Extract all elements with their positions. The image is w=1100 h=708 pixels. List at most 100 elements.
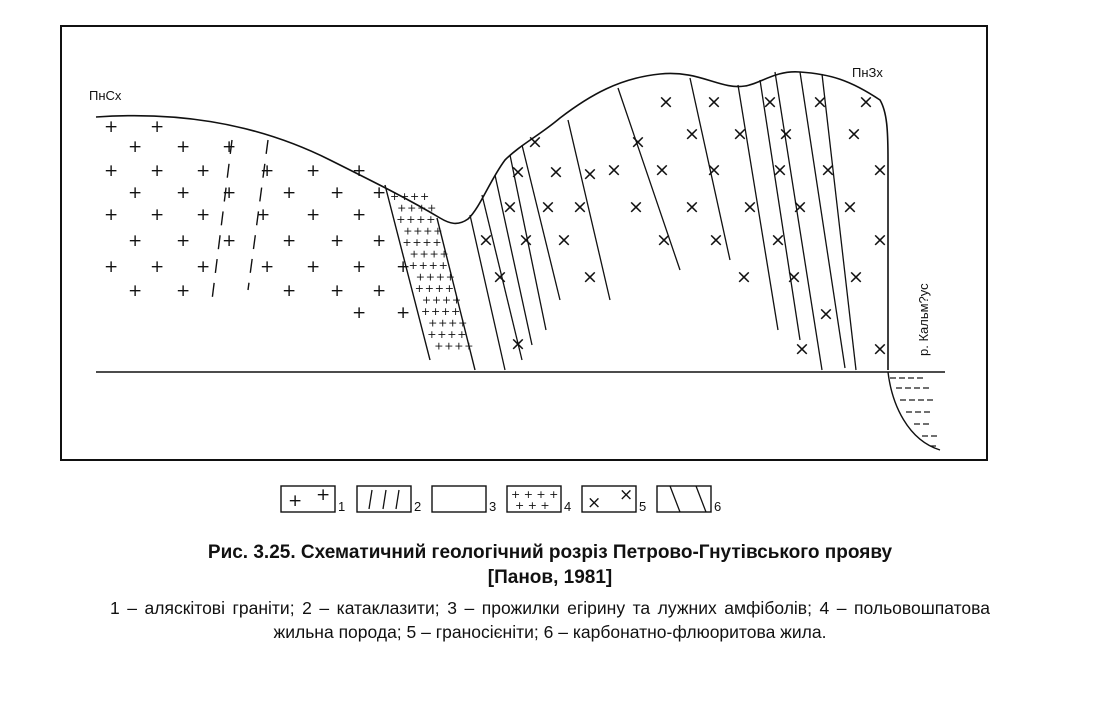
granite-plus-marks: ++++++++++++++++++++++++++++++++++++++++… <box>104 117 410 323</box>
caption-item-1: 1 – аляскітові граніти; <box>110 598 295 618</box>
svg-text:+: + <box>416 271 425 284</box>
svg-text:+: + <box>407 202 416 215</box>
river-bank <box>887 371 941 451</box>
svg-text:+: + <box>458 317 467 330</box>
pegmatite-boundary-left <box>384 184 431 361</box>
svg-text:+: + <box>429 259 438 272</box>
svg-text:+: + <box>409 259 418 272</box>
svg-text:×: × <box>792 196 808 218</box>
svg-text:×: × <box>736 266 752 288</box>
svg-text:+: + <box>454 340 463 353</box>
svg-text:+: + <box>457 328 466 341</box>
svg-text:×: × <box>708 229 724 251</box>
svg-text:+: + <box>196 205 210 225</box>
svg-text:×: × <box>628 196 644 218</box>
svg-text:+: + <box>222 137 236 157</box>
svg-text:×: × <box>510 333 526 355</box>
svg-text:×: × <box>492 266 508 288</box>
svg-text:×: × <box>846 123 862 145</box>
svg-text:+: + <box>428 317 437 330</box>
svg-text:×: × <box>582 163 598 185</box>
svg-text:+ + + +: + + + + <box>511 488 558 501</box>
svg-text:+: + <box>397 202 406 215</box>
svg-text:+: + <box>441 305 450 318</box>
granosyenite-cross-marks: ××××××××××××××××××××××××××××××××××××××××… <box>478 91 888 360</box>
svg-text:+: + <box>316 485 330 505</box>
caption-title-line-2: [Панов, 1981] <box>487 567 613 588</box>
svg-text:×: × <box>518 229 534 251</box>
svg-text:+: + <box>416 213 425 226</box>
svg-text:+: + <box>104 257 118 277</box>
caption-item-3: 3 – прожилки егірину та лужних амфіболів… <box>447 598 812 618</box>
svg-text:+: + <box>451 305 460 318</box>
svg-text:×: × <box>478 229 494 251</box>
caption-item-6: 6 – карбонатно-флюоритова жила. <box>543 622 827 642</box>
svg-text:+: + <box>434 340 443 353</box>
svg-text:+: + <box>400 190 409 203</box>
svg-text:+: + <box>436 271 445 284</box>
svg-text:+: + <box>425 282 434 295</box>
svg-text:+: + <box>288 491 302 511</box>
svg-text:+: + <box>442 294 451 307</box>
svg-text:×: × <box>572 196 588 218</box>
right-direction-label: ПнЗх <box>852 65 883 80</box>
svg-text:+: + <box>282 231 296 251</box>
svg-text:×: × <box>818 303 834 325</box>
svg-text:×: × <box>684 196 700 218</box>
svg-text:+: + <box>439 259 448 272</box>
svg-text:+: + <box>150 117 164 137</box>
svg-text:×: × <box>510 161 526 183</box>
svg-text:+: + <box>420 248 429 261</box>
svg-text:×: × <box>842 196 858 218</box>
svg-text:×: × <box>606 159 622 181</box>
svg-text:+: + <box>437 328 446 341</box>
svg-text:+: + <box>427 202 436 215</box>
svg-text:×: × <box>848 266 864 288</box>
svg-text:×: × <box>812 91 828 113</box>
svg-text:×: × <box>548 161 564 183</box>
legend-item-1: + + 1 <box>280 485 345 514</box>
svg-text:+: + <box>403 225 412 238</box>
caption-legend-text: 1 – аляскітові граніти; 2 – катаклазити;… <box>110 596 990 644</box>
caption-item-2: 2 – катаклазити; <box>302 598 440 618</box>
svg-text:×: × <box>872 229 888 251</box>
svg-text:+: + <box>422 294 431 307</box>
legend-number-4: 4 <box>564 499 571 514</box>
svg-text:+: + <box>306 257 320 277</box>
legend-item-3: 3 <box>431 485 496 514</box>
svg-text:+: + <box>330 183 344 203</box>
svg-text:×: × <box>582 266 598 288</box>
svg-text:+: + <box>128 281 142 301</box>
svg-text:+: + <box>104 161 118 181</box>
svg-text:+: + <box>372 183 386 203</box>
caption-title-line-1: Рис. 3.25. Схематичний геологічний розрі… <box>207 542 893 563</box>
svg-text:+: + <box>306 205 320 225</box>
geological-section-figure: ++++++++++++++++++++++++++++++++++++++++… <box>60 25 988 514</box>
svg-text:+: + <box>433 225 442 238</box>
svg-text:+: + <box>330 281 344 301</box>
legend-item-4: + + + + + + + 4 <box>506 485 571 514</box>
svg-text:+: + <box>352 205 366 225</box>
cataclasite-line-2 <box>247 139 269 291</box>
svg-text:+: + <box>438 317 447 330</box>
svg-text:+: + <box>444 340 453 353</box>
svg-text:+: + <box>352 257 366 277</box>
svg-text:+: + <box>464 340 473 353</box>
svg-text:+: + <box>426 213 435 226</box>
legend-number-1: 1 <box>338 499 345 514</box>
svg-text:+: + <box>104 117 118 137</box>
svg-text:+: + <box>432 294 441 307</box>
legend-item-5: × × 5 <box>581 485 646 514</box>
cataclasite-line-1 <box>211 139 233 301</box>
svg-text:+: + <box>150 205 164 225</box>
legend-number-6: 6 <box>714 499 721 514</box>
svg-text:×: × <box>527 131 543 153</box>
svg-text:×: × <box>778 123 794 145</box>
svg-text:×: × <box>706 91 722 113</box>
svg-text:+: + <box>419 259 428 272</box>
svg-text:+: + <box>396 303 410 323</box>
svg-text:+: + <box>412 236 421 249</box>
svg-text:×: × <box>732 123 748 145</box>
svg-text:+: + <box>420 190 429 203</box>
svg-text:+: + <box>128 231 142 251</box>
